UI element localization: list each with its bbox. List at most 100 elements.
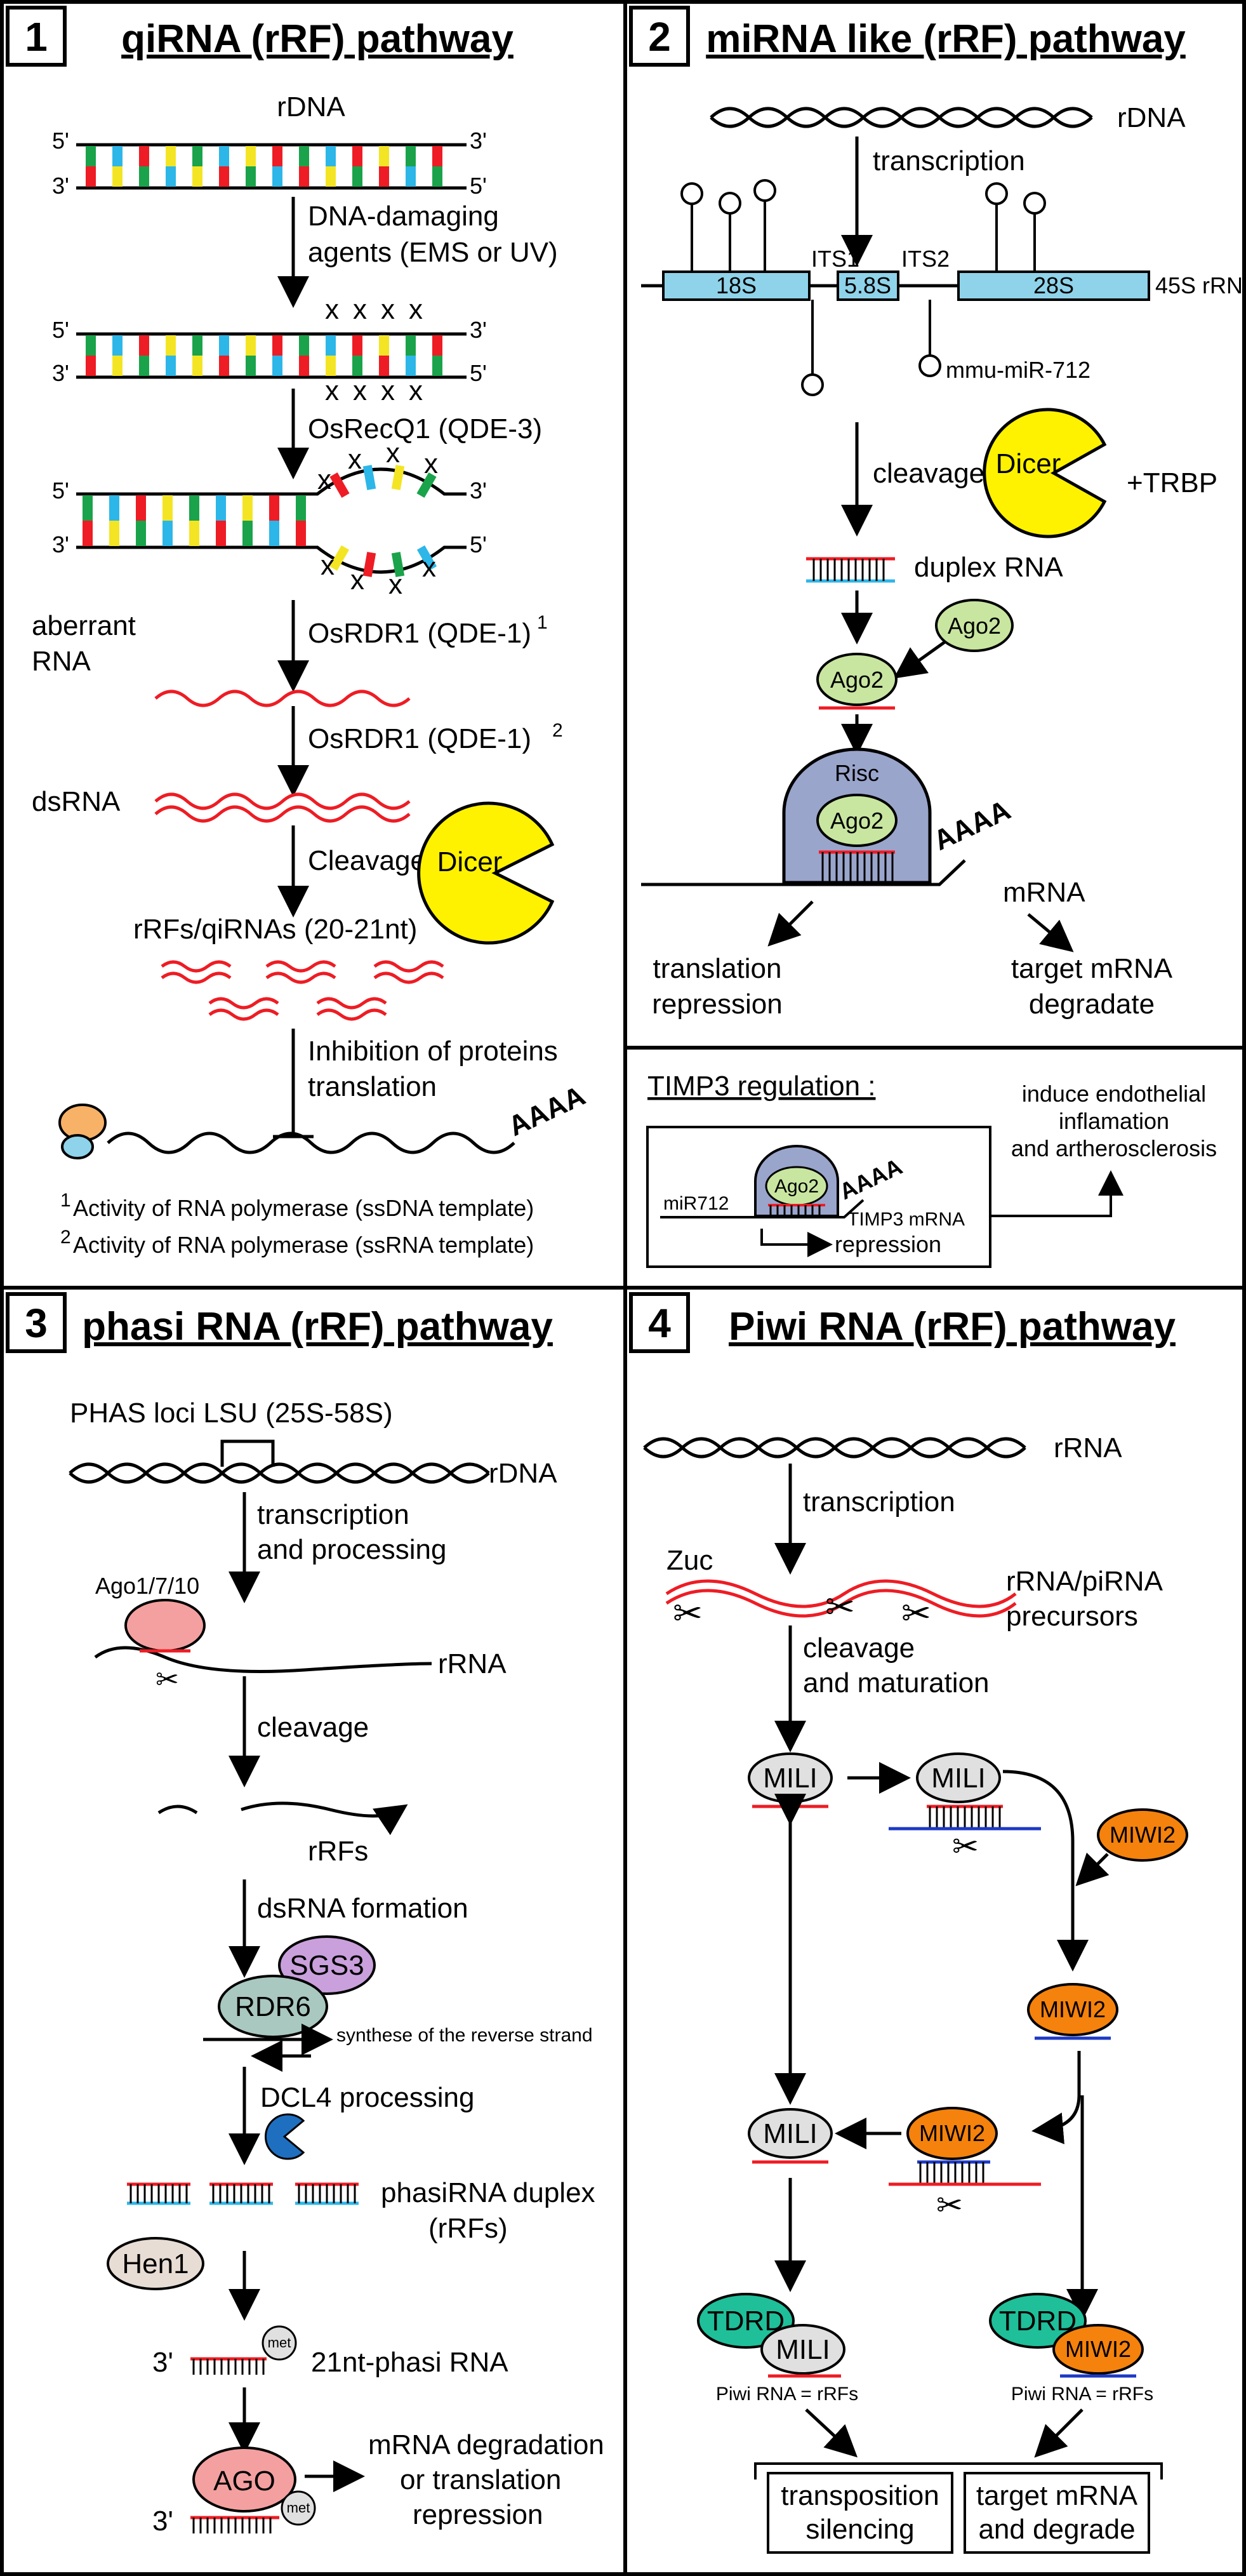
base-pair: [192, 335, 202, 356]
hen1-label: Hen1: [122, 2248, 189, 2279]
p1-step2: OsRecQ1 (QDE-3): [308, 413, 542, 444]
silencing-box: [767, 2472, 953, 2554]
base-pair: [299, 335, 309, 356]
5-8s-label: 5.8S: [844, 272, 891, 298]
p1-step3-sup: 1: [537, 612, 548, 633]
miwi2-protein: [1027, 1983, 1118, 2036]
tdrd-label: TDRD: [999, 2306, 1077, 2337]
three-prime-label: 3': [470, 477, 487, 504]
miwi2-protein: [1052, 2324, 1144, 2375]
methyl-group: [262, 2325, 297, 2361]
base-pair: [326, 356, 336, 376]
base-pair: [272, 146, 282, 166]
base-pair: [192, 356, 202, 376]
svg-text:x: x: [422, 552, 436, 583]
sgs3-protein: [278, 1935, 376, 1995]
dicer-enzyme-icon: [983, 408, 1107, 538]
base-pair: [109, 521, 119, 546]
ago2-label: Ago2: [774, 1176, 819, 1197]
svg-text:x: x: [350, 564, 364, 596]
rdr6-label: RDR6: [235, 1991, 311, 2022]
base-pair: [166, 166, 176, 187]
mili-label: MILI: [763, 2118, 818, 2149]
trbp-label: +TRBP: [1127, 467, 1217, 498]
28s-box: [957, 270, 1150, 301]
footnote-1: Activity of RNA polymerase (ssDNA templa…: [73, 1195, 534, 1221]
dicer-enzyme-icon: [417, 801, 555, 945]
base-pair: [216, 521, 226, 546]
p1-step4: OsRDR1 (QDE-1): [308, 723, 531, 754]
scissors-icon: ✂: [156, 1664, 179, 1695]
panel-3-title: phasi RNA (rRF) pathway: [82, 1305, 553, 1349]
base-pair: [136, 521, 146, 546]
rrna-label-3: rRNA: [438, 1648, 507, 1679]
hen1-protein: [107, 2237, 204, 2290]
p1-step3: OsRDR1 (QDE-1): [308, 618, 531, 649]
base-pair: [406, 166, 416, 187]
base-pair: [139, 166, 149, 187]
mili-protein: [748, 2108, 833, 2159]
base-pair: [406, 146, 416, 166]
base-pair: [299, 166, 309, 187]
footnote-2: Activity of RNA polymerase (ssRNA templa…: [73, 1232, 534, 1258]
five-prime-label: 5': [52, 477, 69, 504]
base-pair: [272, 166, 282, 187]
panel-4-number: 4: [648, 1300, 671, 1346]
svg-text:x: x: [353, 294, 367, 325]
base-pair: [139, 356, 149, 376]
18s-label: 18S: [716, 272, 757, 298]
base-pair: [86, 146, 96, 166]
three-prime-label: 3': [52, 360, 69, 386]
panel-2-header: 2 miRNA like (rRF) pathway: [629, 6, 1186, 67]
base-pair: [352, 166, 362, 187]
induce-label-1: induce endothelial: [1022, 1081, 1206, 1107]
svg-text:x: x: [325, 375, 339, 406]
panel-1-title: qiRNA (rRF) pathway: [121, 17, 514, 61]
rrna-strand: [94, 1646, 432, 1673]
footnote-1-sup: 1: [60, 1190, 71, 1211]
repression-label-3: repression: [835, 1231, 941, 1257]
base-pair: [352, 335, 362, 356]
footnote-2-sup: 2: [60, 1227, 71, 1248]
ago-complex: [124, 1599, 206, 1652]
base-pair: [246, 335, 256, 356]
base-pair: [139, 146, 149, 166]
three-prime-label: 3': [52, 531, 69, 557]
qirna-fragments: [161, 960, 444, 1021]
ago1710-label: Ago1/7/10: [95, 1573, 199, 1599]
dna-ladder-1: 5' 3' 3' 5': [52, 128, 487, 199]
base-pair: [406, 356, 416, 376]
5-8s-box: [837, 270, 899, 301]
rdna-helix-3: [69, 1462, 490, 1484]
base-pair: [192, 146, 202, 166]
arrow: [893, 639, 947, 679]
panel-4: rRNA transcription Zuc ✂ ✂ ✂ rRNA/piRNA …: [643, 1432, 1188, 2554]
miwi2-protein: [1097, 1808, 1188, 1862]
panel-1: rDNA 5' 3' 3' 5' DNA-damaging agents (EM…: [32, 91, 590, 1258]
and-degrade-label: and degrade: [978, 2514, 1135, 2545]
dcl4-label: DCL4 processing: [260, 2082, 475, 2113]
duplex-rna-label: duplex RNA: [914, 552, 1063, 583]
base-pair: [272, 335, 282, 356]
base-pair: [432, 335, 442, 356]
ago2-in-risc: [816, 794, 898, 847]
risc-label: Risc: [835, 760, 879, 786]
base-pair: [296, 495, 306, 521]
base-pair: [86, 335, 96, 356]
mili-label: MILI: [931, 1763, 986, 1794]
base-pair: [352, 146, 362, 166]
three-prime-label: 3': [470, 317, 487, 343]
cleavage-label-4: cleavage: [803, 1632, 915, 1664]
cleavage-label-2: cleavage: [873, 458, 984, 489]
base-pair: [219, 166, 229, 187]
mir712-label: miR712: [663, 1193, 729, 1214]
precursors-label-1: rRNA/piRNA: [1006, 1566, 1163, 1597]
p1-step1b: agents (EMS or UV): [308, 237, 558, 268]
cleavage-label-3: cleavage: [257, 1712, 369, 1743]
svg-text:x: x: [381, 375, 395, 406]
base-pair: [246, 146, 256, 166]
base-pair: [86, 166, 96, 187]
cleavage-label: Cleavage: [308, 845, 426, 876]
scissors-icon: ✂: [901, 1593, 931, 1633]
18s-box: [662, 270, 811, 301]
